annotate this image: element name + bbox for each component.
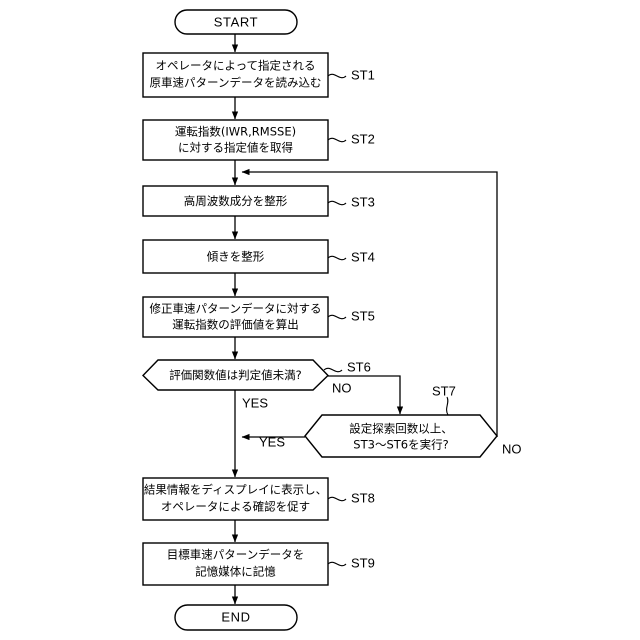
st5-label-connector <box>327 314 347 320</box>
st6-no-label: NO <box>332 380 352 395</box>
st6-yes-label: YES <box>242 395 268 410</box>
st7-yes-label: YES <box>259 434 285 449</box>
st8-shape <box>142 477 329 521</box>
node-st1[interactable]: オペレータによって指定される 原車速パターンデータを読み込む ST1 <box>142 52 375 98</box>
edge-st6-no <box>328 375 404 415</box>
st8-line2: オペレータによる確認を促す <box>161 500 310 514</box>
st5-line2: 運転指数の評価値を算出 <box>172 318 299 332</box>
st3-step-label: ST3 <box>351 194 375 209</box>
edge-st7-no-loopback <box>241 168 498 437</box>
st2-label-connector <box>327 137 347 143</box>
st7-step-label: ST7 <box>432 383 456 398</box>
st7-no-label: NO <box>502 441 522 456</box>
node-st5[interactable]: 修正車速パターンデータに対する 運転指数の評価値を算出 ST5 <box>142 296 375 338</box>
st8-step-label: ST8 <box>351 490 375 505</box>
end-label: END <box>221 609 250 624</box>
st6-step-label: ST6 <box>347 359 371 374</box>
st9-step-label: ST9 <box>351 555 375 570</box>
st8-label-connector <box>327 496 347 502</box>
start-shape <box>174 9 298 35</box>
st1-shape <box>142 52 329 98</box>
node-st2[interactable]: 運転指数(IWR,RMSSE) に対する指定値を取得 ST2 <box>142 119 375 161</box>
st3-label-connector <box>327 200 347 206</box>
st9-shape <box>142 542 329 586</box>
st5-shape <box>142 296 329 338</box>
st3-line1: 高周波数成分を整形 <box>184 194 288 208</box>
node-st7[interactable]: 設定探索回数以上、 ST3〜ST6を実行? ST7 YES NO <box>259 383 522 458</box>
st1-line1: オペレータによって指定される <box>155 59 315 73</box>
node-st3[interactable]: 高周波数成分を整形 ST3 <box>142 185 375 217</box>
start-label: START <box>214 14 258 29</box>
st4-shape <box>142 239 329 274</box>
st4-label-connector <box>327 255 347 261</box>
st8-line1: 結果情報をディスプレイに表示し、 <box>144 483 327 497</box>
st5-step-label: ST5 <box>351 308 375 323</box>
node-start[interactable]: START <box>174 9 298 35</box>
node-st9[interactable]: 目標車速パターンデータを 記憶媒体に記憶 ST9 <box>142 542 375 586</box>
st7-label-connector <box>446 396 449 416</box>
end-shape <box>174 604 298 631</box>
st1-step-label: ST1 <box>351 67 375 82</box>
st5-line1: 修正車速パターンデータに対する <box>150 302 322 316</box>
st1-label-connector <box>327 73 347 79</box>
node-st6[interactable]: 評価関数値は判定値未満? ST6 NO YES <box>142 359 371 410</box>
st2-line2: に対する指定値を取得 <box>178 141 293 155</box>
st7-line1: 設定探索回数以上、 <box>349 422 453 436</box>
st9-line2: 記憶媒体に記憶 <box>195 565 276 579</box>
node-end[interactable]: END <box>174 604 298 631</box>
st6-line1: 評価関数値は判定値未満? <box>169 368 302 382</box>
st2-step-label: ST2 <box>351 131 375 146</box>
st9-label-connector <box>327 561 347 567</box>
st2-line1: 運転指数(IWR,RMSSE) <box>175 125 296 139</box>
st6-shape <box>142 359 329 391</box>
connector-layer <box>231 33 498 605</box>
st3-shape <box>142 185 329 217</box>
st7-shape <box>304 414 498 458</box>
st4-step-label: ST4 <box>351 249 375 264</box>
st6-label-connector <box>323 367 343 373</box>
st1-line2: 原車速パターンデータを読み込む <box>150 76 322 90</box>
st7-line2: ST3〜ST6を実行? <box>353 438 448 452</box>
st9-line1: 目標車速パターンデータを <box>167 548 304 562</box>
st4-line1: 傾きを整形 <box>207 250 265 264</box>
node-st4[interactable]: 傾きを整形 ST4 <box>142 239 375 274</box>
node-st8[interactable]: 結果情報をディスプレイに表示し、 オペレータによる確認を促す ST8 <box>142 477 375 521</box>
